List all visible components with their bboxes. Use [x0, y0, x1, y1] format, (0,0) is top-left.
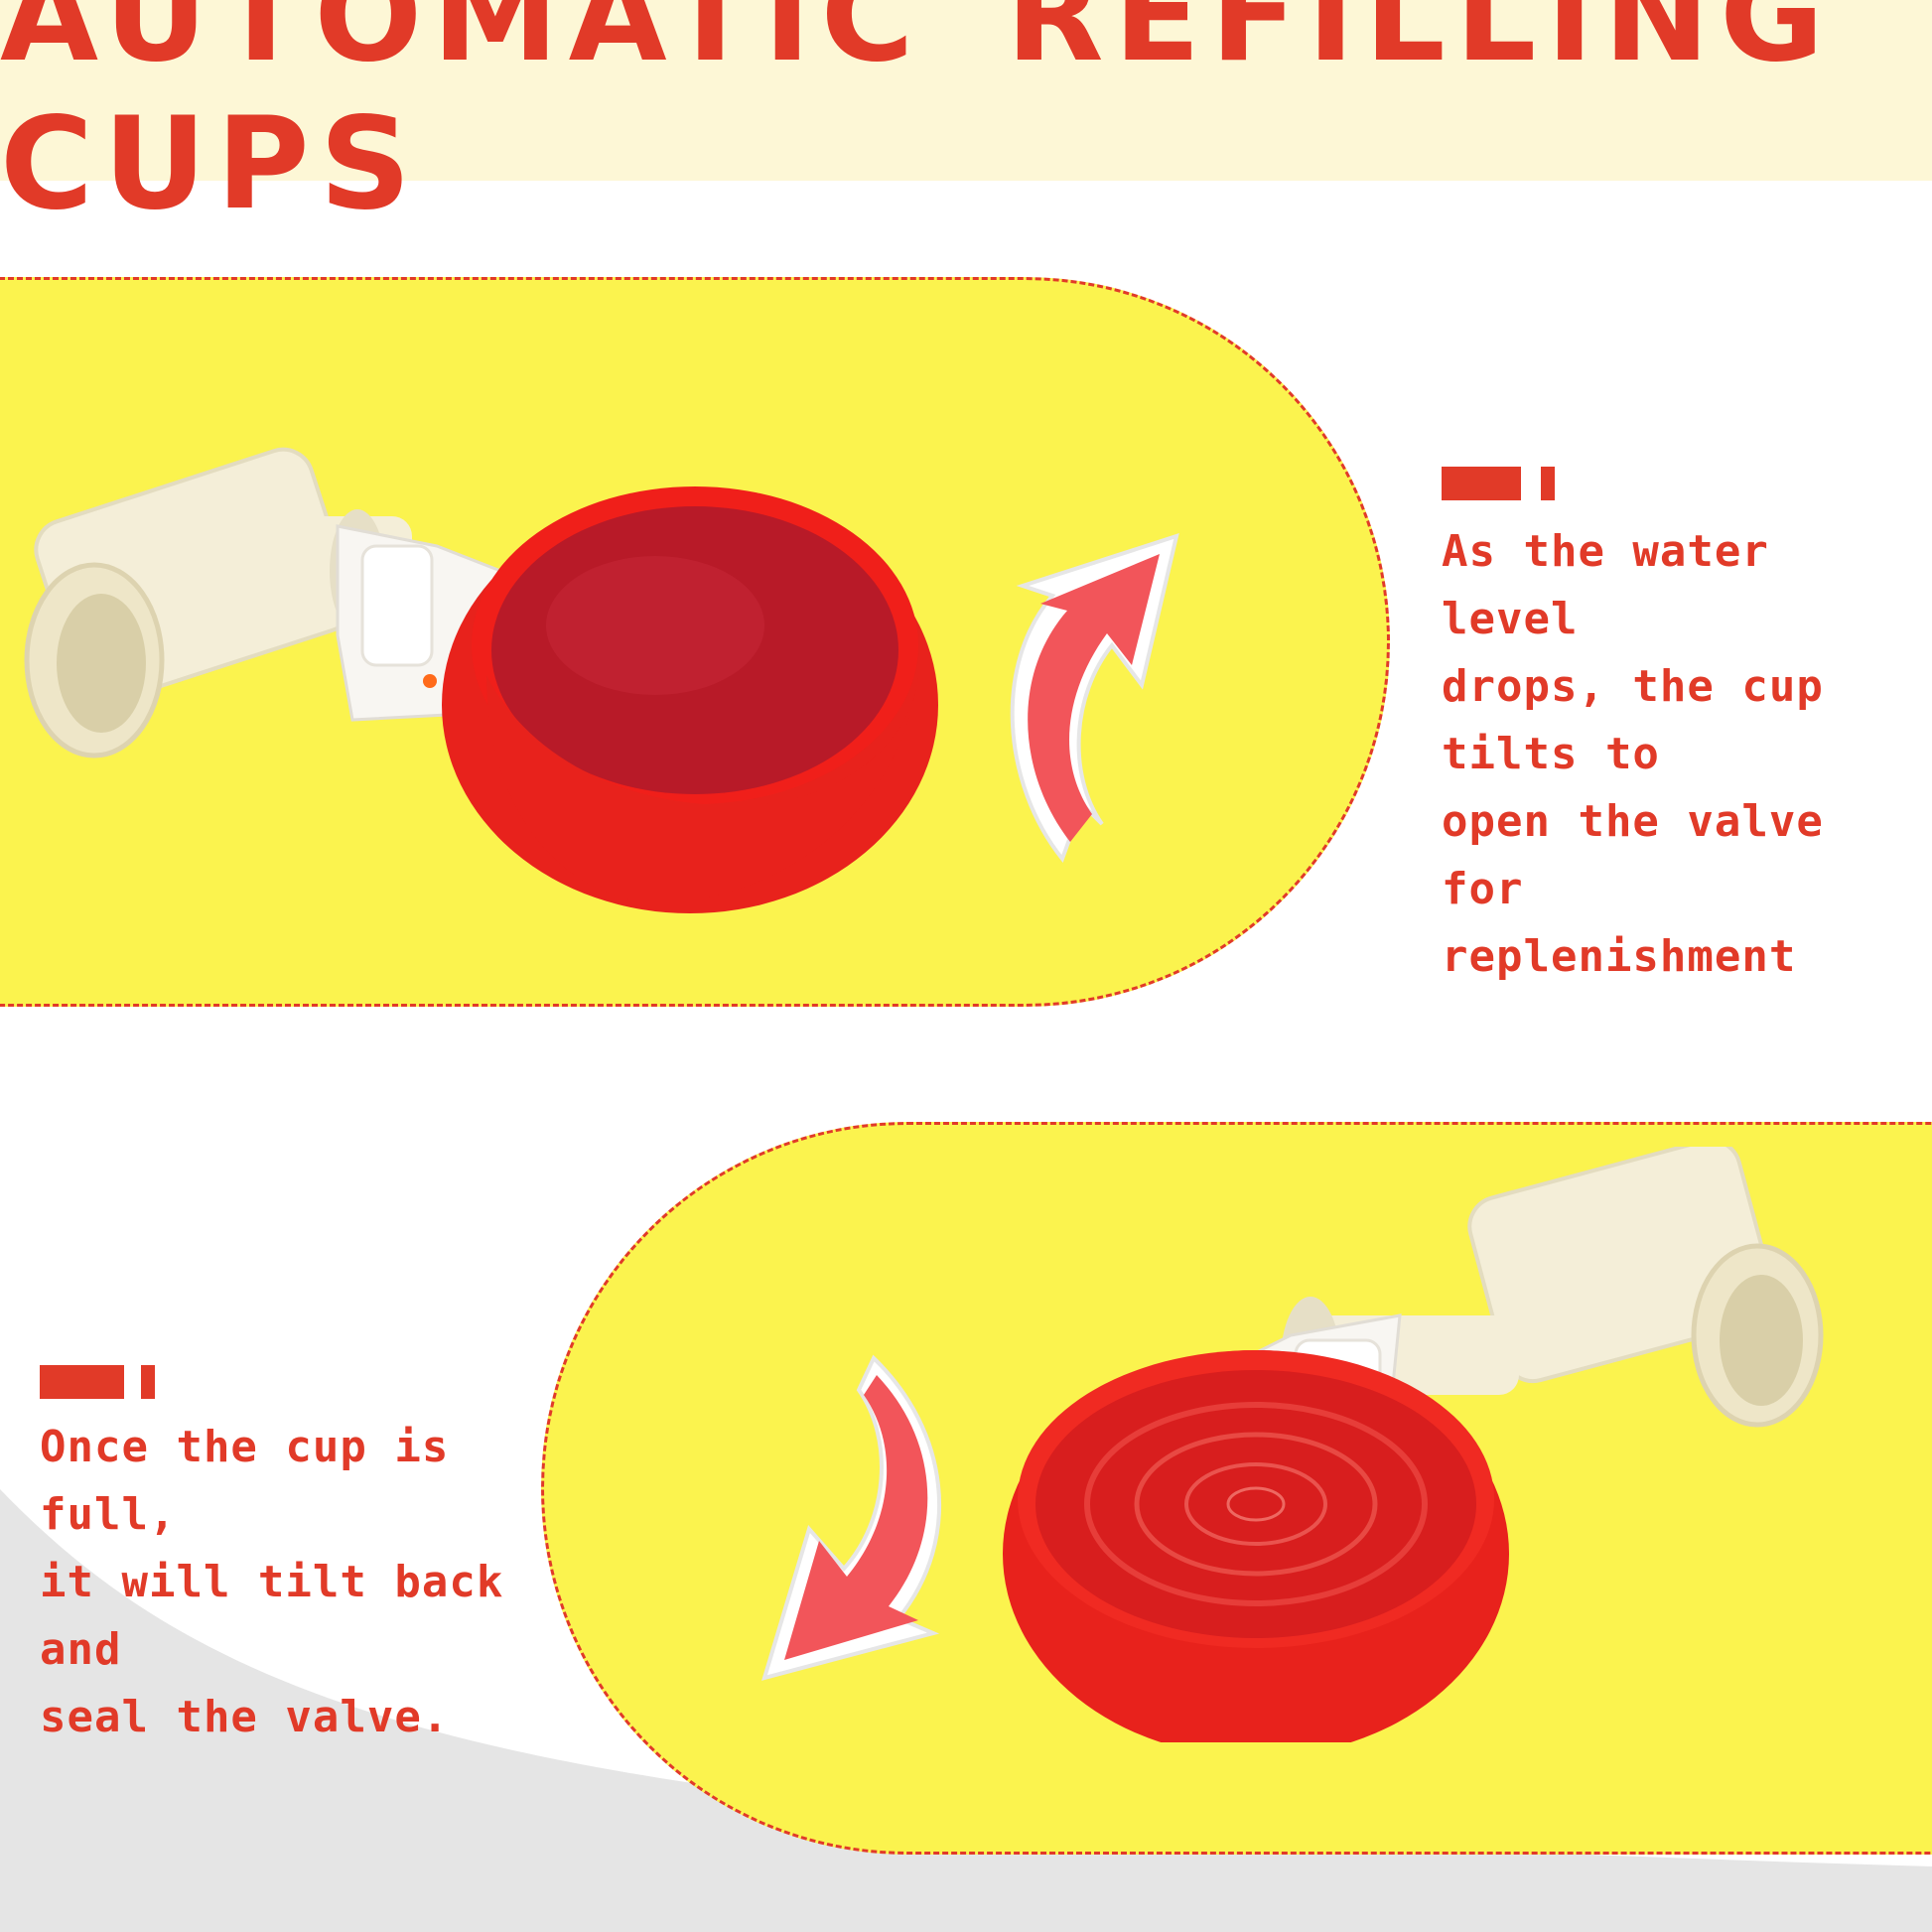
- seal-step-description: Once the cup is full, it will tilt back …: [40, 1422, 504, 1742]
- curved-arrow-up-icon: [1010, 533, 1179, 864]
- note-marker-top: [1442, 467, 1561, 500]
- drinker-cup-empty: [24, 447, 938, 913]
- fill-step-description: As the water level drops, the cup tilts …: [1442, 526, 1824, 982]
- page-title: AUTOMATIC REFILLING CUPS: [0, 0, 1835, 238]
- curved-arrow-down-icon: [761, 1354, 942, 1681]
- note-marker-bottom: [40, 1365, 159, 1399]
- drinker-cup-full: [1003, 1147, 1824, 1742]
- header-banner: [0, 0, 1932, 181]
